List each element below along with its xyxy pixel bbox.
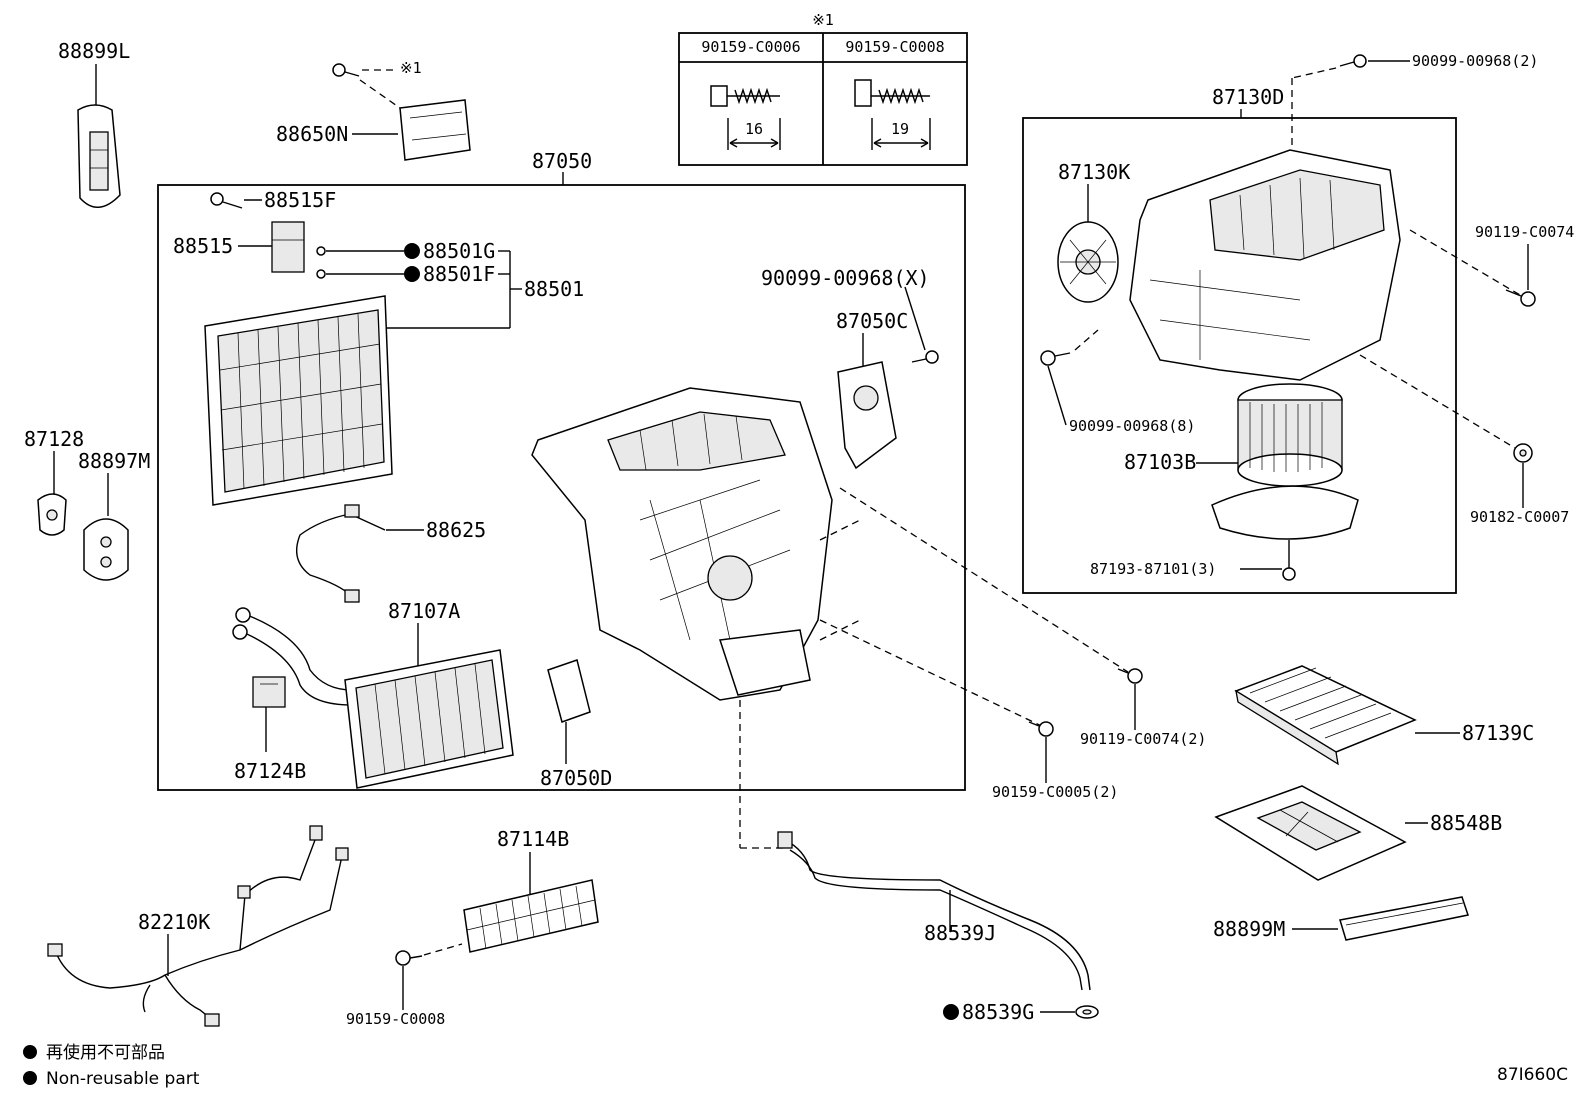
bolt-90119-top — [1505, 289, 1536, 307]
label-90099-X: 90099-00968(X) — [761, 266, 930, 290]
non-reusable-dot — [943, 1004, 959, 1020]
legend-jp: 再使用不可部品 — [46, 1042, 165, 1063]
label-87193: 87193-87101(3) — [1090, 560, 1216, 578]
label-87050C: 87050C — [836, 309, 908, 333]
label-88539G: 88539G — [962, 1000, 1034, 1024]
label-87103B: 87103B — [1124, 450, 1196, 474]
sensor-harness-88625 — [296, 504, 386, 603]
bolt-length-2: 19 — [891, 120, 909, 138]
bolt-88515F — [210, 192, 243, 209]
switch-bezel-88899L — [77, 104, 121, 208]
label-88897M: 88897M — [78, 449, 150, 473]
heater-case-87050 — [531, 387, 833, 701]
label-90119-top: 90119-C0074 — [1475, 223, 1574, 241]
expansion-valve-88515 — [271, 221, 305, 273]
bolt-90159-5 — [1028, 721, 1054, 737]
label-87050D: 87050D — [540, 766, 612, 790]
bolt-90159-8 — [395, 950, 423, 966]
label-88899M: 88899M — [1213, 917, 1285, 941]
wire-harness-82210K — [47, 825, 349, 1027]
label-90159-8: 90159-C0008 — [346, 1010, 445, 1028]
nut-90182 — [1513, 443, 1533, 463]
screw-87193 — [1282, 540, 1296, 581]
filter-cover-88899M — [1339, 896, 1469, 941]
label-88501F: 88501F — [423, 262, 495, 286]
side-duct-87114B — [463, 879, 599, 953]
grommet-87128 — [37, 493, 67, 536]
bolt-90119-2 — [1117, 668, 1143, 684]
label-88625: 88625 — [426, 518, 486, 542]
label-87128: 87128 — [24, 427, 84, 451]
label-87139C: 87139C — [1462, 721, 1534, 745]
label-88501: 88501 — [524, 277, 584, 301]
label-88515F: 88515F — [264, 188, 336, 212]
label-90159-5: 90159-C0005(2) — [992, 783, 1118, 801]
clip-87124B — [252, 676, 286, 708]
label-88515: 88515 — [173, 234, 233, 258]
label-87114B: 87114B — [497, 827, 569, 851]
non-reusable-dot — [404, 243, 420, 259]
blower-unit-frame — [1022, 117, 1457, 594]
legend-dot — [23, 1071, 37, 1085]
bolt-table-header-2: 90159-C0008 — [845, 38, 944, 56]
bolt-table-header-1: 90159-C0006 — [701, 38, 800, 56]
label-88899L: 88899L — [58, 39, 130, 63]
heater-unit-frame — [157, 184, 966, 791]
actuator-87050D — [547, 659, 591, 723]
label-87130K: 87130K — [1058, 160, 1130, 184]
label-88548B: 88548B — [1430, 811, 1502, 835]
legend-dot — [23, 1045, 37, 1059]
bolt-table: 90159-C0006 90159-C0008 16 19 — [678, 32, 968, 166]
label-87050: 87050 — [532, 149, 592, 173]
drain-hose-88539J — [777, 831, 1091, 991]
screw-icon — [332, 63, 360, 77]
actuator-87050C — [837, 361, 897, 470]
label-90099-2: 90099-00968(2) — [1412, 52, 1538, 70]
blower-motor-87103B — [1211, 383, 1359, 540]
label-87107A: 87107A — [388, 599, 460, 623]
heater-core-87107A — [232, 607, 514, 789]
bolt-90099-2 — [1339, 54, 1367, 68]
grommet-88539G — [1075, 1005, 1099, 1019]
label-88650N: 88650N — [276, 122, 348, 146]
note-mark-88650N: ※1 — [400, 59, 422, 77]
label-88539J: 88539J — [924, 921, 996, 945]
ecu-88650N — [399, 99, 471, 161]
filter-case-88548B — [1214, 785, 1407, 881]
bolt-icon — [710, 85, 781, 150]
label-87124B: 87124B — [234, 759, 306, 783]
label-90182: 90182-C0007 — [1470, 508, 1569, 526]
bolt-90099-X — [911, 350, 939, 364]
label-90099-8: 90099-00968(8) — [1069, 417, 1195, 435]
label-90119-2: 90119-C0074(2) — [1080, 730, 1206, 748]
bolt-90099-8 — [1040, 350, 1071, 366]
note-mark-table: ※1 — [812, 11, 834, 29]
air-filter-87139C — [1234, 665, 1417, 766]
label-87130D: 87130D — [1212, 85, 1284, 109]
label-82210K: 82210K — [138, 910, 210, 934]
grommet-88897M — [83, 518, 129, 581]
diagram-code: 87I660C — [1497, 1065, 1568, 1085]
label-88501G: 88501G — [423, 239, 495, 263]
bolt-length-1: 16 — [745, 120, 763, 138]
blower-case-87130D — [1129, 149, 1401, 381]
legend-en: Non-reusable part — [46, 1069, 200, 1089]
bolt-icon — [854, 79, 931, 150]
non-reusable-dot — [404, 266, 420, 282]
evaporator-88501 — [204, 295, 393, 506]
blower-scroll-87130K — [1057, 221, 1119, 303]
